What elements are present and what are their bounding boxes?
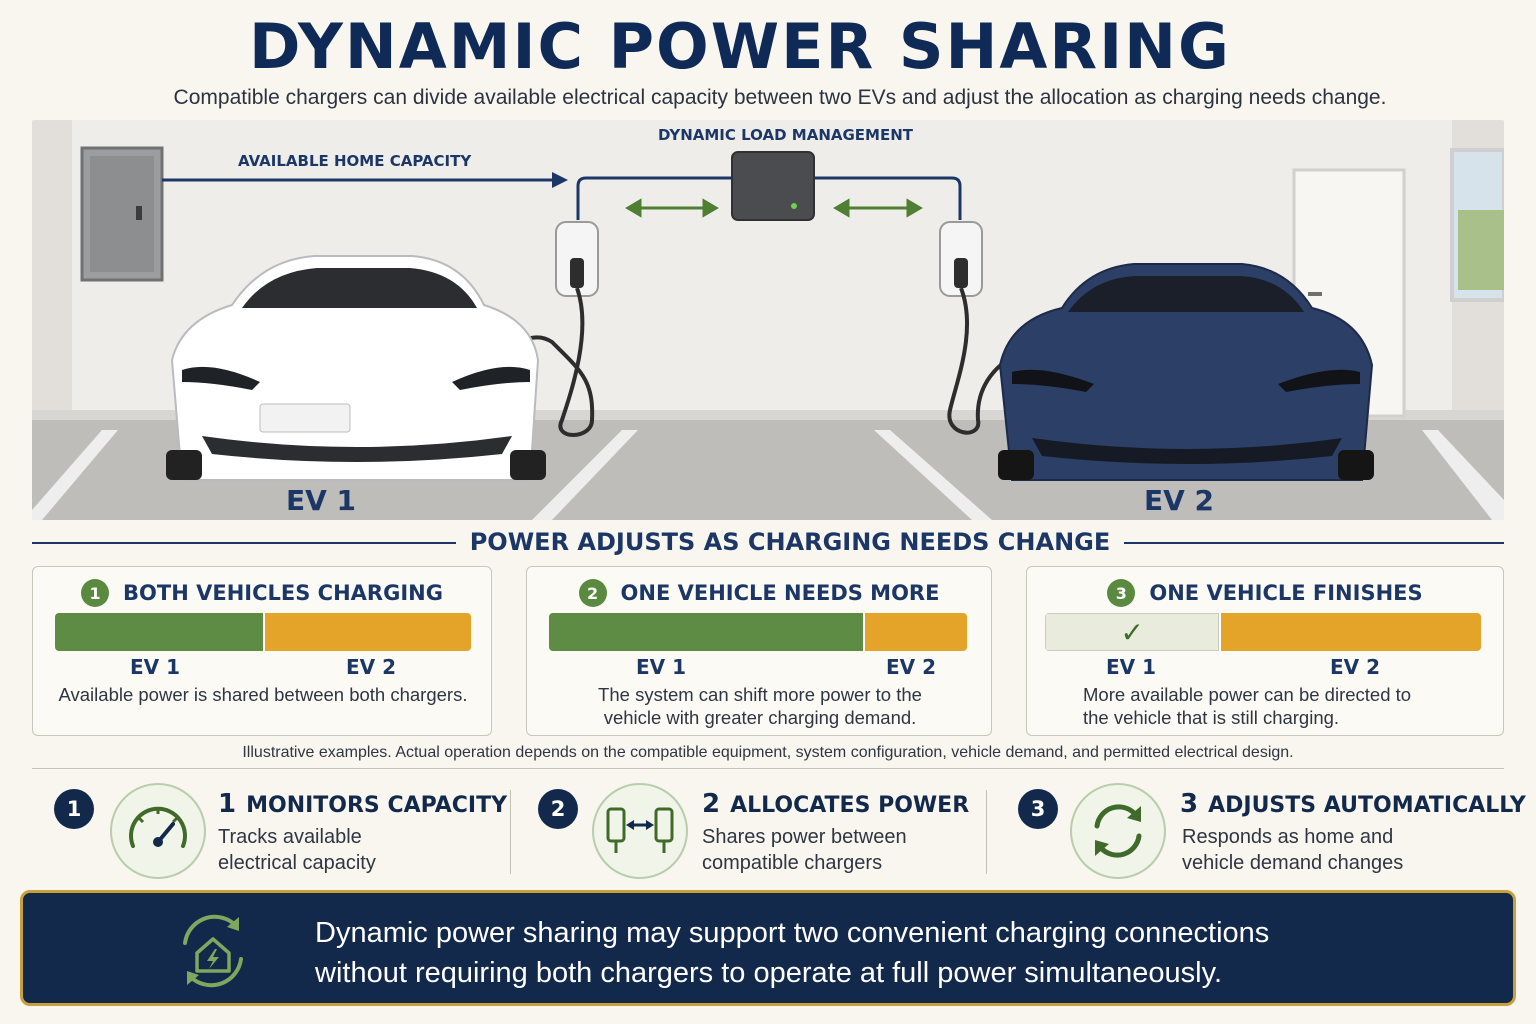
step-number-badge: 1 (81, 579, 110, 607)
feature-1-description: Tracks available electrical capacity (218, 824, 376, 876)
description-line-1: The system can shift more power to the (598, 684, 922, 705)
power-split-bar-2 (549, 613, 967, 651)
bar-label-ev1: EV 1 (129, 655, 181, 679)
scenario-card-3: 3 ONE VEHICLE FINISHES ✓ EV 1 EV 2 More … (1026, 566, 1504, 736)
description-line-2: vehicle with greater charging demand. (603, 707, 917, 728)
charger-left-icon (508, 221, 599, 437)
scenario-card-1-title: BOTH VEHICLES CHARGING (123, 581, 443, 605)
ev1-car-icon (166, 255, 546, 481)
ev1-label: EV 1 (286, 484, 357, 517)
garage-scene: AVAILABLE HOME CAPACITY DYNAMIC LOAD MAN… (32, 120, 1504, 520)
scenario-card-1: 1 BOTH VEHICLES CHARGING EV 1 EV 2 Avail… (32, 566, 492, 736)
description-line-1: Responds as home and (1182, 826, 1394, 848)
ev2-power-segment (862, 613, 967, 651)
description-line-2: the vehicle that is still charging. (1083, 707, 1340, 728)
scenario-card-3-description: More available power can be directed to … (1083, 683, 1503, 729)
section-rule-left (32, 542, 456, 544)
feature-1-title: 1 MONITORS CAPACITY (218, 789, 507, 819)
description-line-1: Shares power between (702, 826, 907, 848)
ev2-power-segment (263, 613, 471, 651)
feature-1-number: 1 (218, 789, 237, 819)
gauge-icon (110, 783, 206, 879)
bar-label-ev1: EV 1 (635, 655, 687, 679)
description-line-1: More available power can be directed to (1083, 684, 1412, 705)
power-split-bar-3: ✓ (1045, 613, 1481, 651)
checkmark-icon: ✓ (1120, 616, 1144, 648)
ev1-power-segment (55, 613, 263, 651)
ev1-finished-segment: ✓ (1045, 613, 1220, 651)
feature-3-number: 3 (1180, 789, 1199, 819)
summary-banner: Dynamic power sharing may support two co… (20, 890, 1516, 1006)
scenario-card-3-heading: 3 ONE VEHICLE FINISHES (1027, 579, 1503, 607)
divider (32, 768, 1504, 769)
feature-2-title-text: ALLOCATES POWER (730, 793, 970, 818)
feature-number-badge: 3 (1018, 789, 1058, 829)
bar-label-ev2: EV 2 (1329, 655, 1381, 679)
bar-label-ev2: EV 2 (345, 655, 397, 679)
ev2-label: EV 2 (1144, 484, 1215, 517)
ev2-power-segment (1219, 613, 1481, 651)
description-line-2: vehicle demand changes (1182, 852, 1404, 874)
scenario-card-2-heading: 2 ONE VEHICLE NEEDS MORE (527, 579, 991, 607)
load-manager-icon (731, 151, 815, 221)
feature-2-description: Shares power between compatible chargers (702, 824, 907, 876)
scenario-card-1-heading: 1 BOTH VEHICLES CHARGING (33, 579, 491, 607)
feature-divider (986, 790, 987, 874)
feature-number-badge: 2 (538, 789, 578, 829)
step-number-badge: 3 (1107, 579, 1136, 607)
feature-3-title-text: ADJUSTS AUTOMATICALLY (1208, 793, 1526, 818)
feature-2-number: 2 (702, 789, 721, 819)
feature-3-title: 3 ADJUSTS AUTOMATICALLY (1180, 789, 1526, 819)
step-number-badge: 2 (578, 579, 607, 607)
disclaimer-text: Illustrative examples. Actual operation … (242, 744, 1294, 761)
chargers-arrow-icon (592, 783, 688, 879)
scenario-card-2-description: The system can shift more power to the v… (527, 683, 993, 729)
section-rule-right (1124, 542, 1504, 544)
bar-label-ev2: EV 2 (885, 655, 937, 679)
charger-right-icon (939, 221, 1023, 435)
feature-2-title: 2 ALLOCATES POWER (702, 789, 969, 819)
share-arrows-icon (625, 198, 923, 218)
capacity-label: AVAILABLE HOME CAPACITY (238, 152, 472, 170)
home-power-cycle-icon (171, 909, 255, 993)
ev1-power-segment (549, 613, 863, 651)
page-subtitle: Compatible chargers can divide available… (173, 86, 1387, 109)
page-title: DYNAMIC POWER SHARING (249, 10, 1231, 83)
feature-1-title-text: MONITORS CAPACITY (246, 793, 508, 818)
summary-line-2: without requiring both chargers to opera… (315, 957, 1223, 989)
scenario-card-3-title: ONE VEHICLE FINISHES (1149, 581, 1423, 605)
scenario-card-2-title: ONE VEHICLE NEEDS MORE (620, 581, 940, 605)
capacity-arrow-icon (552, 172, 568, 188)
description-line-1: Tracks available (218, 826, 362, 848)
feature-divider (510, 790, 511, 874)
bar-label-ev1: EV 1 (1105, 655, 1157, 679)
section-title: POWER ADJUSTS AS CHARGING NEEDS CHANGE (469, 528, 1111, 556)
scenario-card-1-description: Available power is shared between both c… (58, 684, 468, 705)
scenario-card-2: 2 ONE VEHICLE NEEDS MORE EV 1 EV 2 The s… (526, 566, 992, 736)
description-line-2: electrical capacity (218, 852, 376, 874)
power-split-bar-1 (55, 613, 471, 651)
ev2-car-icon (998, 263, 1374, 481)
refresh-icon (1070, 783, 1166, 879)
feature-number-badge: 1 (54, 789, 94, 829)
summary-text: Dynamic power sharing may support two co… (315, 913, 1269, 993)
feature-3-description: Responds as home and vehicle demand chan… (1182, 824, 1403, 876)
summary-line-1: Dynamic power sharing may support two co… (315, 917, 1270, 949)
description-line-2: compatible chargers (702, 852, 883, 874)
garage-illustration (32, 120, 1504, 520)
load-management-label: DYNAMIC LOAD MANAGEMENT (658, 126, 913, 144)
